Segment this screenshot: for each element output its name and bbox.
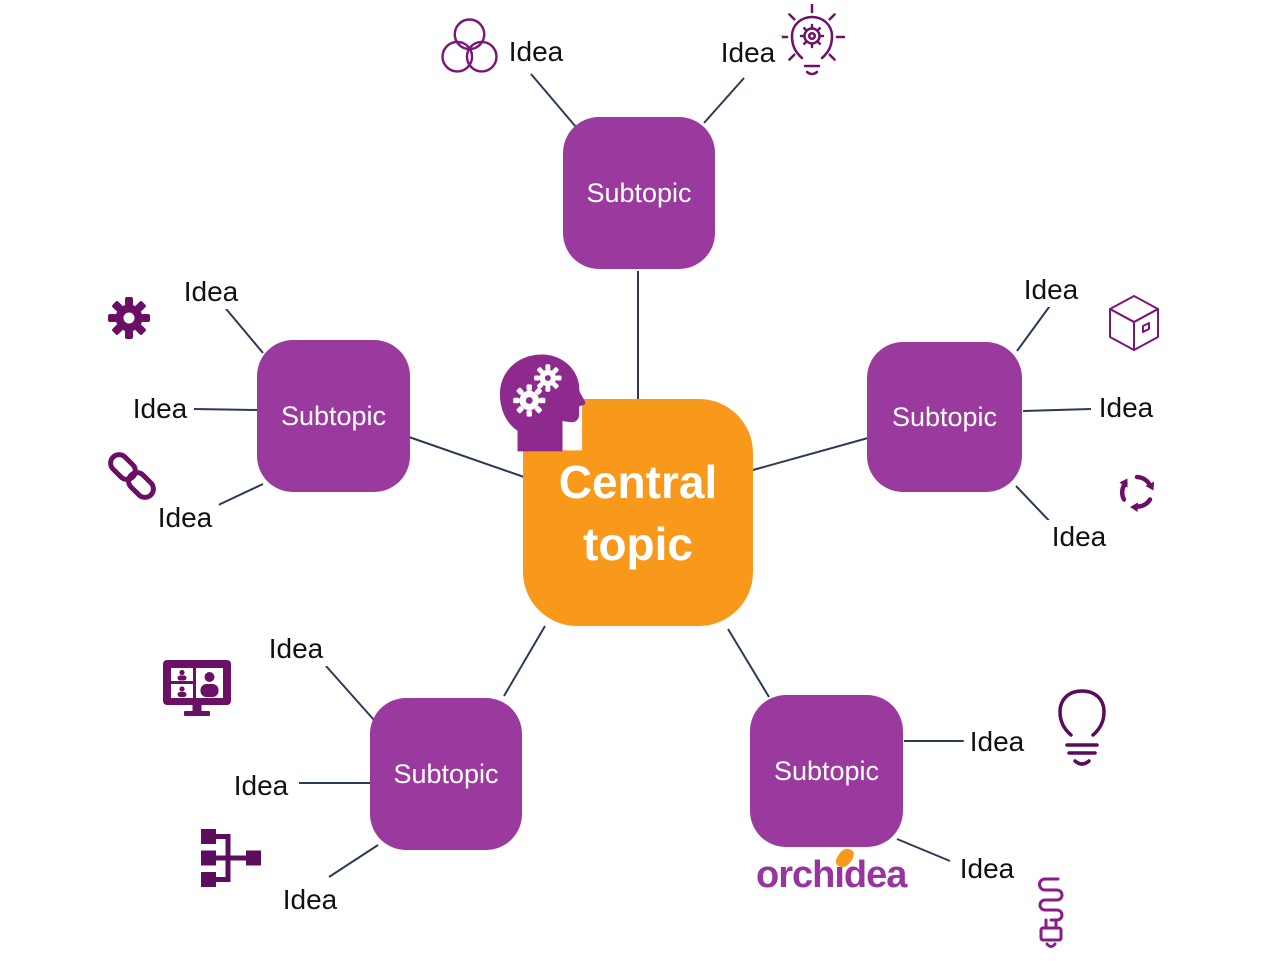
subtopic-label: Subtopic: [280, 400, 387, 431]
connector-line: [727, 628, 770, 698]
subtopic-node-bottom-left[interactable]: Subtopic: [370, 698, 522, 850]
cfl-bulb-icon: [1038, 877, 1064, 948]
cycle-arrows-icon: [1119, 474, 1154, 512]
idea-label[interactable]: Idea: [1092, 391, 1160, 425]
connector-line: [1016, 302, 1053, 352]
venn-diagram-icon: [441, 18, 498, 73]
subtopic-label: Subtopic: [891, 401, 998, 432]
subtopic-label: Subtopic: [586, 177, 692, 208]
video-call-icon: [163, 660, 231, 716]
idea-label[interactable]: Idea: [953, 852, 1021, 886]
connector-line: [221, 303, 264, 354]
idea-label[interactable]: Idea: [502, 35, 570, 69]
idea-label[interactable]: Idea: [227, 769, 295, 803]
idea-label[interactable]: Idea: [126, 392, 194, 426]
idea-label[interactable]: Idea: [262, 632, 330, 666]
central-topic-label: Central topic: [558, 455, 718, 570]
idea-label[interactable]: Idea: [1045, 520, 1113, 554]
idea-label[interactable]: Idea: [963, 725, 1031, 759]
connector-line: [530, 73, 577, 128]
package-box-icon: [1109, 295, 1159, 351]
org-chart-icon: [201, 829, 261, 887]
connector-line: [408, 436, 525, 478]
subtopic-node-right[interactable]: Subtopic: [867, 342, 1022, 492]
orchidea-logo-text: orchidea: [756, 854, 907, 896]
connector-line: [325, 665, 375, 721]
subtopic-label: Subtopic: [773, 755, 880, 786]
lightbulb-icon: [1058, 689, 1106, 766]
head-gears-icon: [496, 349, 586, 452]
connector-line: [752, 437, 869, 471]
subtopic-node-bottom-right[interactable]: Subtopic: [750, 695, 903, 847]
subtopic-node-top[interactable]: Subtopic: [563, 117, 715, 269]
idea-label[interactable]: Idea: [276, 883, 344, 917]
chain-link-icon: [108, 452, 156, 500]
connector-line: [193, 408, 260, 411]
subtopic-label: Subtopic: [393, 758, 499, 789]
idea-label[interactable]: Idea: [151, 501, 219, 535]
connector-line: [703, 77, 745, 124]
connector-line: [328, 844, 379, 878]
connector-line: [896, 838, 951, 862]
idea-label[interactable]: Idea: [1017, 273, 1085, 307]
gear-icon: [108, 297, 150, 339]
connector-line: [1022, 408, 1092, 412]
connector-line: [213, 483, 264, 508]
orchidea-logo: orchidea: [756, 845, 907, 899]
subtopic-node-left[interactable]: Subtopic: [257, 340, 410, 492]
bulb-gear-icon: [779, 4, 845, 76]
idea-label[interactable]: Idea: [714, 36, 782, 70]
connector-line: [503, 625, 546, 697]
idea-label[interactable]: Idea: [177, 275, 245, 309]
